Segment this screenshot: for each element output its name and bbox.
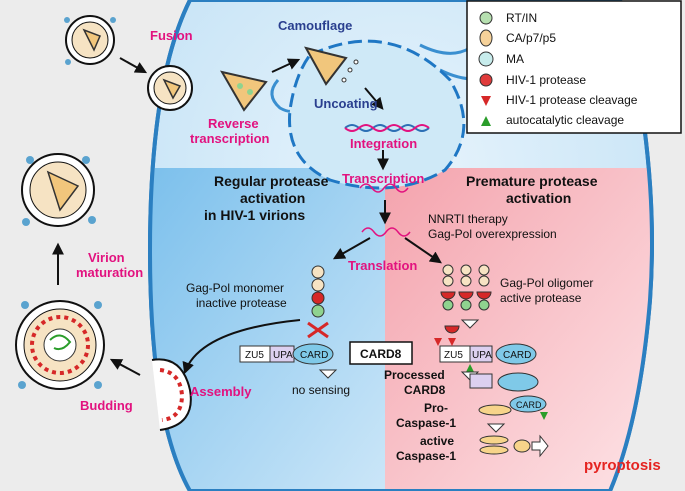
svg-text:autocatalytic cleavage: autocatalytic cleavage — [506, 113, 624, 127]
card8-box — [349, 341, 413, 365]
label-budding: Budding — [80, 398, 133, 413]
rna-translation — [361, 227, 411, 237]
premature-processed-2: CARD8 — [404, 383, 446, 397]
down-arrow-regular — [318, 369, 338, 379]
integrated-dna — [344, 124, 430, 132]
premature-title-1: Premature protease — [466, 173, 598, 189]
svg-text:ZU5: ZU5 — [245, 350, 264, 361]
virion-immature — [15, 300, 105, 390]
gag-pol-monomer — [311, 265, 325, 318]
virion-free — [64, 15, 116, 65]
card8-premature: ZU5 UPA CARD — [434, 338, 537, 372]
label-uncoating: Uncoating — [314, 96, 378, 111]
arrow-to-premature — [404, 237, 442, 264]
card8-center-label: CARD8 — [360, 347, 402, 361]
legend-ca-p7-p5: CA/p7/p5 — [479, 29, 556, 47]
arrow-budding — [109, 358, 141, 376]
card8-regular: ZU5 UPA CARD — [239, 343, 334, 365]
regular-monomer-1: Gag-Pol monomer — [186, 281, 284, 295]
svg-text:HIV-1 protease cleavage: HIV-1 protease cleavage — [506, 93, 638, 107]
premature-activation-region — [385, 168, 652, 491]
label-fusion: Fusion — [150, 28, 193, 43]
svg-text:UPA: UPA — [273, 350, 293, 361]
svg-text:CARD: CARD — [300, 350, 328, 361]
label-reverse-transcription-1: Reverse — [208, 116, 259, 131]
assembly-site — [151, 358, 192, 431]
premature-active-1: active — [420, 434, 454, 448]
capsid-rt — [219, 70, 268, 112]
premature-pro-2: Caspase-1 — [396, 416, 456, 430]
legend-ma: MA — [478, 51, 524, 67]
premature-active-2: Caspase-1 — [396, 449, 456, 463]
arrow-camouflage — [271, 58, 301, 73]
nucleus — [288, 39, 466, 190]
premature-oligomer-1: Gag-Pol oligomer — [500, 276, 593, 290]
label-translation: Translation — [348, 258, 417, 273]
arrow-uncoating — [364, 87, 384, 110]
premature-processed-1: Processed — [384, 368, 445, 382]
svg-text:MA: MA — [506, 52, 524, 66]
legend-rt-in: RT/IN — [479, 11, 537, 25]
label-camouflage: Camouflage — [278, 18, 352, 33]
no-cleavage-x — [307, 321, 329, 339]
svg-text:HIV-1 protease: HIV-1 protease — [506, 73, 586, 87]
svg-text:CARD: CARD — [503, 350, 531, 361]
regular-title-3: in HIV-1 virions — [204, 207, 305, 223]
regular-title-1: Regular protease — [214, 173, 329, 189]
down-arrow-caspase — [486, 423, 506, 433]
pro-caspase-1: CARD — [478, 395, 548, 420]
virion-fusing — [147, 65, 193, 111]
virion-mature — [21, 153, 96, 227]
arrow-fusion — [119, 57, 148, 74]
svg-text:UPA: UPA — [472, 350, 492, 361]
arrow-assembly — [182, 319, 301, 375]
regular-activation-region — [150, 168, 385, 491]
label-transcription: Transcription — [342, 171, 424, 186]
arrow-to-regular — [332, 237, 371, 260]
pyroptosis-label: pyroptosis — [584, 457, 661, 474]
active-caspase-1 — [479, 435, 531, 455]
regular-title-2: activation — [240, 190, 305, 206]
premature-title-2: activation — [506, 190, 571, 206]
svg-text:CARD: CARD — [516, 400, 542, 410]
legend-autocatalytic-cleavage: autocatalytic cleavage — [481, 113, 624, 127]
rna-transcript — [359, 183, 409, 193]
regular-monomer-2: inactive protease — [196, 296, 287, 310]
premature-pro-1: Pro- — [424, 401, 448, 415]
label-assembly: Assembly — [190, 384, 252, 399]
legend-protease-cleavage: HIV-1 protease cleavage — [481, 93, 638, 107]
gag-pol-oligomer — [440, 264, 492, 311]
processed-card8-fragments — [469, 372, 539, 392]
legend-hiv1-protease: HIV-1 protease — [479, 73, 586, 87]
label-reverse-transcription-2: transcription — [190, 131, 270, 146]
label-virion-maturation-1: Virion — [88, 250, 125, 265]
regular-no-sensing: no sensing — [292, 383, 350, 397]
svg-text:RT/IN: RT/IN — [506, 11, 537, 25]
label-virion-maturation-2: maturation — [76, 265, 143, 280]
svg-text:CA/p7/p5: CA/p7/p5 — [506, 31, 556, 45]
premature-trigger-1: NNRTI therapy — [428, 212, 508, 226]
arrow-to-pyroptosis — [531, 434, 549, 458]
premature-trigger-2: Gag-Pol overexpression — [428, 227, 557, 241]
capsid-camouflage — [304, 46, 359, 86]
active-protease — [444, 325, 460, 334]
label-integration: Integration — [350, 136, 417, 151]
down-arrow-oligomer — [460, 319, 480, 329]
svg-text:ZU5: ZU5 — [444, 350, 463, 361]
premature-oligomer-2: active protease — [500, 291, 582, 305]
legend-box — [466, 0, 682, 134]
